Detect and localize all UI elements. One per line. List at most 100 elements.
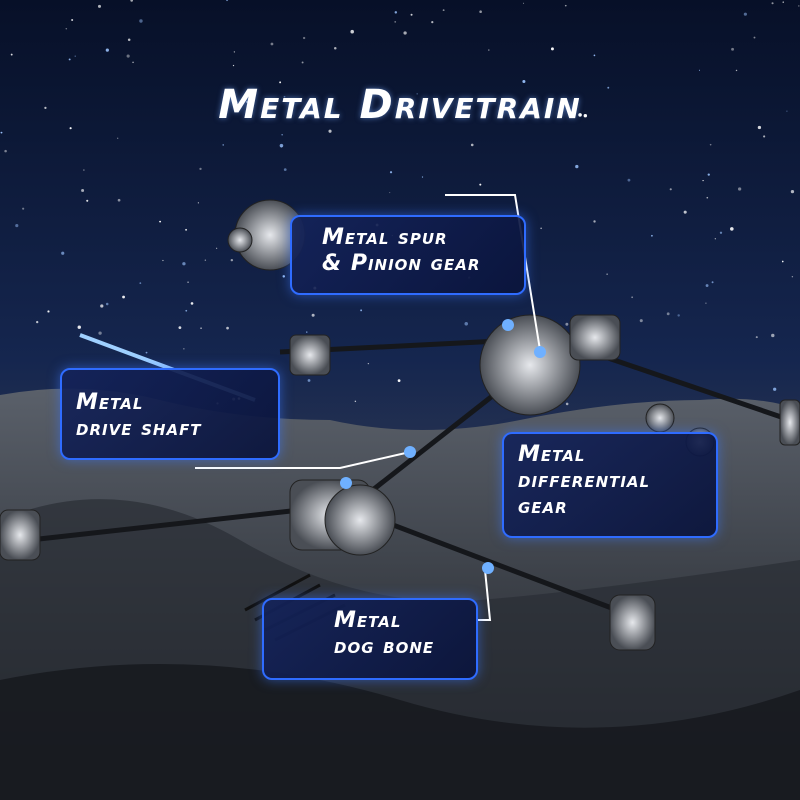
- star: [127, 38, 131, 42]
- star: [683, 210, 687, 214]
- star: [61, 251, 65, 255]
- star: [410, 13, 413, 16]
- leader-lines: [195, 194, 541, 621]
- star: [550, 47, 554, 51]
- star: [185, 309, 188, 312]
- star: [738, 187, 742, 191]
- star: [771, 333, 775, 338]
- star: [421, 176, 424, 178]
- star: [578, 113, 582, 117]
- star: [222, 144, 225, 146]
- star: [763, 135, 766, 138]
- star: [98, 331, 102, 335]
- star: [100, 304, 104, 308]
- star: [442, 9, 445, 12]
- star: [536, 117, 539, 119]
- star: [565, 322, 569, 326]
- rear-left-cup: [289, 334, 331, 376]
- star: [105, 48, 109, 52]
- star: [47, 310, 50, 313]
- star: [122, 295, 125, 299]
- star: [403, 31, 407, 35]
- star: [301, 61, 304, 64]
- label-line: & Pinion gear: [322, 251, 481, 276]
- star: [583, 114, 588, 118]
- star: [627, 178, 631, 182]
- rock-shadow: [0, 664, 800, 800]
- star: [15, 224, 19, 228]
- star: [781, 260, 784, 263]
- star: [706, 196, 709, 199]
- star: [178, 326, 182, 330]
- label-line: Metal: [518, 442, 586, 467]
- star: [714, 238, 716, 240]
- star: [232, 64, 235, 67]
- star: [68, 58, 71, 61]
- star: [132, 61, 134, 64]
- star: [282, 275, 286, 278]
- star: [97, 4, 102, 8]
- star: [71, 18, 74, 22]
- star: [334, 47, 337, 50]
- front-left-cup: [0, 509, 41, 561]
- label-line: differential: [518, 468, 651, 493]
- callout-dots: [340, 319, 546, 574]
- star: [216, 247, 218, 249]
- star: [698, 69, 700, 71]
- star: [593, 220, 596, 223]
- rear-diff-housing: [569, 314, 621, 361]
- star: [270, 42, 274, 46]
- star: [389, 192, 391, 194]
- star: [162, 259, 164, 262]
- rear-right-cup: [779, 399, 800, 446]
- star: [139, 19, 143, 23]
- label-line: dog bone: [334, 634, 435, 659]
- star: [470, 143, 474, 147]
- star: [565, 402, 569, 406]
- star: [233, 51, 236, 53]
- star: [283, 168, 287, 171]
- star: [731, 47, 734, 51]
- star: [306, 331, 308, 333]
- star: [185, 228, 188, 231]
- star: [757, 125, 762, 130]
- star: [479, 10, 482, 14]
- star: [350, 29, 354, 34]
- label-line: drive shaft: [76, 416, 202, 441]
- star: [183, 348, 185, 350]
- star: [83, 169, 85, 171]
- star: [651, 234, 653, 237]
- star: [197, 202, 199, 204]
- star: [367, 362, 370, 365]
- star: [117, 198, 121, 202]
- star: [719, 231, 723, 234]
- star: [730, 227, 734, 231]
- star: [790, 189, 795, 194]
- star: [281, 134, 283, 136]
- label-spur-pinion-gear: Metal spur & Pinion gear: [290, 215, 526, 295]
- star: [669, 188, 672, 191]
- star: [677, 314, 680, 317]
- star: [126, 54, 130, 58]
- star: [416, 93, 418, 95]
- star: [782, 1, 784, 3]
- star: [564, 4, 567, 7]
- star: [279, 81, 282, 84]
- star: [307, 379, 311, 382]
- star: [65, 27, 68, 30]
- diff-gear-part-1: [645, 403, 675, 433]
- star: [702, 179, 704, 182]
- star: [86, 199, 89, 202]
- star: [199, 167, 202, 171]
- star: [394, 11, 398, 14]
- page-title: Metal Drivetrain: [218, 82, 582, 128]
- star: [81, 188, 85, 192]
- star: [245, 100, 249, 104]
- star: [523, 2, 525, 4]
- star: [753, 36, 756, 39]
- star: [0, 131, 3, 134]
- star: [200, 327, 202, 329]
- front-diff-gear: [324, 484, 396, 556]
- label-differential-gear: Metal differential gear: [502, 432, 718, 538]
